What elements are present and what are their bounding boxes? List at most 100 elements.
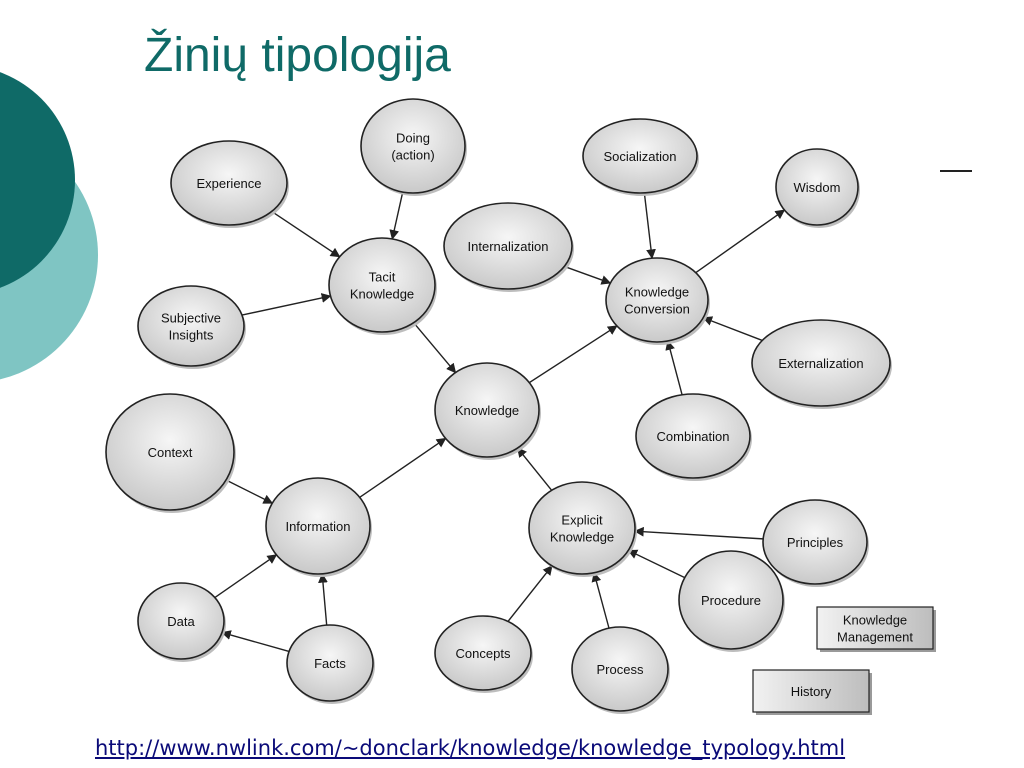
dash-mark [940,170,972,172]
edge-internalization-to-conversion [564,265,612,285]
source-link[interactable]: http://www.nwlink.com/~donclark/knowledg… [95,736,846,760]
edge-externalization-to-conversion [702,316,763,342]
edge-subjective-to-tacit [241,293,332,316]
node-ellipse [528,481,636,575]
node-label: Information [285,519,350,534]
node-ellipse [137,582,225,660]
node-concepts: Concepts [434,615,533,693]
node-ellipse [360,98,466,194]
node-ellipse [571,626,669,712]
node-ellipse [775,148,859,226]
node-label: Experience [196,176,261,191]
edge-facts-to-data [221,630,290,653]
node-ellipse [105,393,235,511]
node-label: Wisdom [794,180,841,195]
node-label: Conversion [624,302,690,317]
edge-knowledge-to-conversion [528,325,618,384]
edge-tacit-to-knowledge [413,322,457,374]
node-internalization: Internalization [443,202,574,292]
node-wisdom: Wisdom [775,148,860,228]
node-ellipse [434,615,532,691]
edge-information-to-knowledge [359,437,447,498]
node-ellipse [286,624,374,702]
edge-procedure-to-explicit [627,549,686,579]
node-label: Tacit [369,270,396,285]
node-label: Knowledge [550,530,614,545]
edge-experience-to-tacit [271,210,341,258]
edge-data-to-information [214,554,278,599]
node-label: Doing [396,131,430,146]
node-data: Data [137,582,226,662]
node-facts: Facts [286,624,375,704]
edge-process-to-explicit [591,571,610,629]
node-ellipse [762,499,868,585]
node-label: Combination [657,429,730,444]
decor-circle-dark [0,72,75,288]
node-combination: Combination [635,393,752,481]
edge-context-to-information [225,479,274,504]
box-rect [816,606,934,650]
node-label: Knowledge [455,403,519,418]
node-experience: Experience [170,140,289,228]
node-principles: Principles [762,499,869,587]
node-information: Information [265,477,372,577]
node-doing: Doing (action) [360,98,467,196]
edge-doing-to-tacit [389,191,404,240]
node-label: Subjective [161,311,221,326]
edge-explicit-to-knowledge [516,447,553,491]
node-externalization: Externalization [751,319,892,409]
edge-socialization-to-conversion [643,192,656,260]
node-socialization: Socialization [582,118,699,196]
node-label: Procedure [701,593,761,608]
node-ellipse [443,202,573,290]
slide-title: Žinių tipologija [144,29,451,82]
box-label: History [791,684,832,699]
edge-conversion-to-wisdom [695,209,786,274]
node-ellipse [170,140,288,226]
node-ellipse [635,393,751,479]
node-label: Principles [787,535,844,550]
node-knowledge: Knowledge [434,362,541,460]
slide-decoration [0,72,98,380]
edge-concepts-to-explicit [507,565,553,622]
node-label: Knowledge [350,287,414,302]
node-label: Concepts [456,646,511,661]
node-context: Context [105,393,236,513]
node-ellipse [751,319,891,407]
node-label: Data [167,614,195,629]
box-label: Management [837,630,913,645]
edge-facts-to-information [318,572,328,626]
node-label: Explicit [561,513,603,528]
node-ellipse [582,118,698,194]
edges-layer [214,191,786,653]
node-label: Context [148,445,193,460]
node-procedure: Procedure [678,550,785,652]
node-ellipse [434,362,540,458]
node-ellipse [328,237,436,333]
edge-principles-to-explicit [633,526,764,540]
node-label: Knowledge [625,285,689,300]
node-label: (action) [391,148,434,163]
node-ellipse [605,257,709,343]
box-rect [752,669,870,713]
node-ellipse [137,285,245,367]
edge-combination-to-conversion [665,340,683,395]
node-label: Process [597,662,644,677]
node-label: Externalization [778,356,863,371]
node-label: Facts [314,656,346,671]
node-label: Internalization [468,239,549,254]
node-ellipse [265,477,371,575]
box-history: History [752,669,872,715]
node-label: Socialization [604,149,677,164]
box-label: Knowledge [843,613,907,628]
node-ellipse [678,550,784,650]
node-label: Insights [169,328,214,343]
node-process: Process [571,626,670,714]
